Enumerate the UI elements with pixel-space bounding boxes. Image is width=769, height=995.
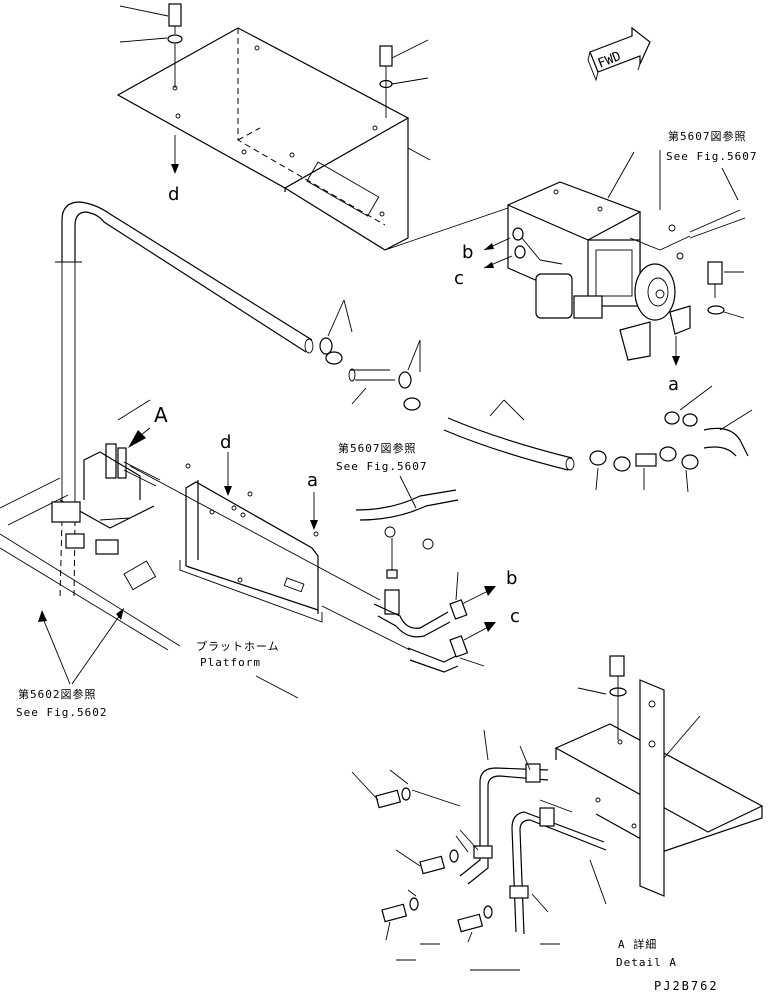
lower-hoses — [355, 489, 496, 673]
callout-a-mid: a — [307, 470, 318, 491]
ref-fig-5607-mid-jp: 第5607図参照 — [338, 441, 417, 455]
ref-fig-5602-en: See Fig.5602 — [16, 706, 107, 719]
cover-box — [116, 3, 431, 251]
platform-frame — [0, 399, 411, 651]
clamps-mid — [319, 299, 753, 493]
detail-a-label-en: Detail A — [616, 956, 677, 969]
callout-c-lower: c — [510, 606, 520, 627]
ref-fig-5607-top-en: See Fig.5607 — [666, 150, 757, 163]
fwd-arrow-icon: FWD — [587, 26, 651, 82]
callout-b-lower: b — [506, 568, 517, 589]
ref-fig-5607-top-jp: 第5607図参照 — [668, 129, 747, 143]
callout-b-upper: b — [462, 242, 473, 263]
callout-c-upper: c — [454, 268, 464, 289]
callout-view-a: A — [154, 403, 168, 427]
valve-assembly — [384, 151, 746, 366]
detail-bolts — [351, 769, 560, 971]
ref-fig-5607-mid-en: See Fig.5607 — [336, 460, 427, 473]
platform-label-en: Platform — [200, 656, 261, 669]
callout-d-mid: d — [220, 432, 231, 453]
main-hose — [55, 201, 314, 599]
drawing-code: PJ2B762 — [654, 979, 719, 993]
platform-label-jp: プラットホーム — [196, 640, 280, 653]
callout-a-right: a — [668, 374, 679, 395]
detail-a-assembly — [351, 655, 764, 971]
ref-fig-5602-jp: 第5602図参照 — [18, 687, 97, 701]
fwd-label: FWD — [596, 49, 624, 72]
detail-a-label-jp: A 詳細 — [618, 937, 657, 951]
callout-d-top: d — [168, 184, 179, 205]
